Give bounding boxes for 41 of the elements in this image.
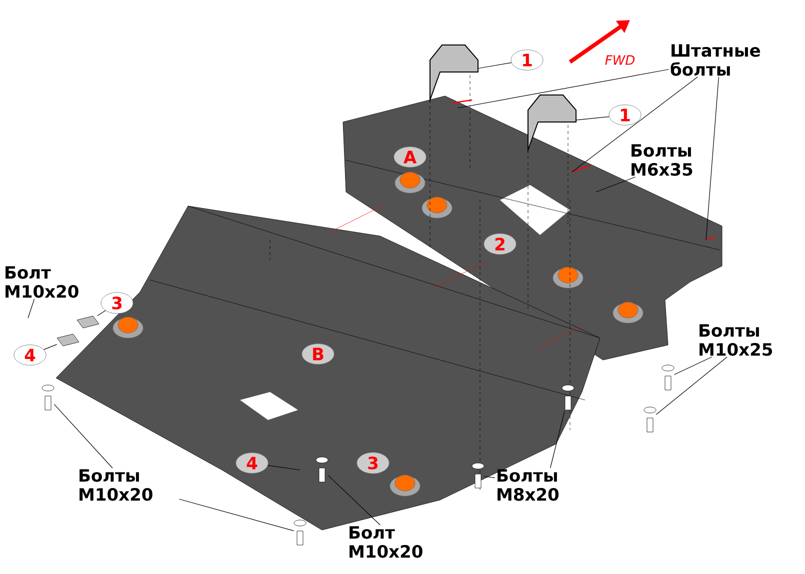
callout-number: A — [394, 146, 426, 168]
callout-number: 3 — [356, 452, 390, 474]
bolt — [644, 406, 656, 432]
bolt-label: Болт M10x20 — [350, 526, 422, 558]
bolt-label: Болты M8x20 — [498, 469, 559, 501]
bolt — [42, 384, 54, 410]
leader-line — [44, 344, 58, 350]
leader-line — [28, 298, 35, 318]
bolt — [662, 364, 674, 390]
bolt — [562, 384, 574, 410]
callout-number: 4 — [236, 452, 268, 474]
leader-line — [656, 356, 728, 415]
bolt-label: Болты M10x20 — [80, 469, 152, 501]
direction-label: FWD — [605, 55, 635, 65]
bolt-label: Болты M6x35 — [632, 144, 692, 176]
callout-number: 1 — [510, 50, 544, 70]
leader-line — [674, 356, 712, 375]
leader-line — [478, 62, 512, 69]
callout-number: 1 — [608, 104, 642, 126]
leader-line — [97, 310, 106, 316]
callout-number: 2 — [484, 233, 516, 255]
leader-line — [458, 69, 670, 108]
leader-line — [268, 465, 300, 470]
clamp-plate — [76, 316, 100, 328]
bolt — [316, 456, 328, 482]
bolt-label: Штатные болты — [670, 44, 760, 76]
leader-line — [54, 404, 113, 468]
bolt-label: Болт M10x20 — [6, 266, 78, 298]
callout-number: 3 — [100, 292, 134, 314]
leader-line — [576, 116, 610, 120]
bolt — [472, 462, 484, 488]
leader-line — [550, 410, 565, 468]
bolt-label: Болты M10x25 — [700, 324, 772, 356]
bolt — [294, 520, 306, 546]
leader-line — [572, 76, 698, 172]
leader-line — [484, 476, 496, 478]
leader-line — [706, 76, 719, 240]
callout-number: B — [302, 344, 334, 364]
callout-number: 4 — [14, 344, 46, 366]
leader-line — [178, 498, 294, 532]
clamp-plate — [56, 334, 80, 346]
